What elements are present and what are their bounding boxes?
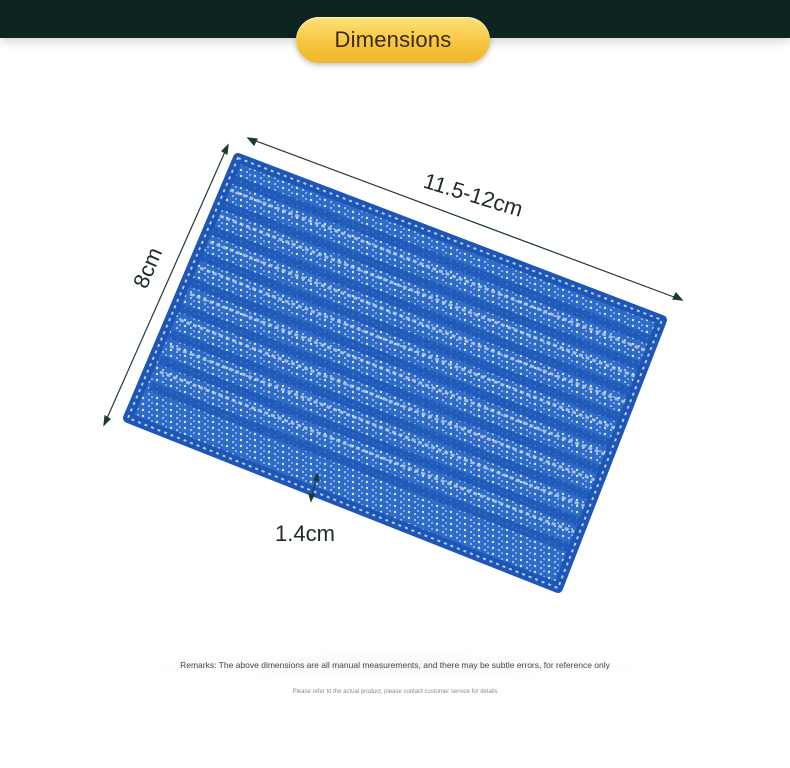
page-title: Dimensions [334,27,452,52]
remarks-text: Remarks: The above dimensions are all ma… [150,652,640,678]
note-text: Please refer to the actual product, plea… [292,689,498,695]
mop-pad-image [123,153,667,593]
thickness-label: 1.4cm [275,521,335,546]
length-arrow [246,137,684,301]
width-arrow [103,143,229,427]
product-figure [103,137,684,593]
title-badge: Dimensions [296,17,490,63]
thickness-arrow [308,472,320,503]
